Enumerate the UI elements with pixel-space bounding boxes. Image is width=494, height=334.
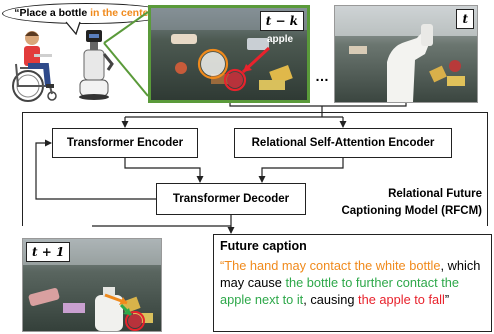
caption-open-quote: “: [220, 258, 225, 273]
camera-view-lines: [103, 11, 149, 97]
ellipsis: …: [315, 68, 329, 84]
human-robot-illustration: [12, 30, 114, 102]
caption-close-quote: ”: [444, 292, 450, 307]
frame-future-label: t + 1: [26, 242, 71, 262]
instruction-text: Place a bottle: [19, 7, 91, 19]
frame-current-label: t: [456, 9, 474, 29]
caption-segment-link-1: , which may cause: [220, 258, 481, 290]
caption-segment-apple-fall: the apple to fall: [358, 292, 445, 307]
person-icon: [24, 31, 54, 88]
caption-segment-link-2: , causing: [303, 292, 359, 307]
rfcm-name-line1: Relational Future: [388, 188, 482, 200]
rfcm-name-line2: Captioning Model (RFCM): [341, 205, 482, 217]
future-caption-title: Future caption: [220, 239, 307, 253]
transformer-encoder-block: Transformer Encoder: [52, 128, 198, 158]
instruction-highlight: in the center: [90, 7, 153, 19]
frame-future: t + 1: [22, 238, 162, 332]
frame-past-label: t − k: [259, 11, 304, 31]
future-caption-text: “The hand may contact the white bottle, …: [220, 257, 485, 308]
transformer-decoder-block: Transformer Decoder: [156, 183, 306, 215]
relational-encoder-block: Relational Self-Attention Encoder: [234, 128, 452, 158]
rfcm-name: Relational Future Captioning Model (RFCM…: [326, 186, 482, 220]
instruction-open-quote: “: [14, 7, 20, 19]
current-scene-image: [335, 6, 477, 102]
caption-segment-contact: The hand may contact the white bottle: [224, 258, 441, 273]
apple-annotation: apple: [267, 34, 294, 45]
caption-segment-bottle-apple: the bottle to further contact the apple …: [220, 275, 460, 307]
frame-current: t: [334, 5, 478, 103]
robot-icon: [79, 30, 114, 100]
rfcm-model-box: [22, 112, 488, 226]
bubble-tail: [65, 21, 81, 35]
frame-past: apple t − k: [148, 5, 310, 103]
future-caption-box: Future caption “The hand may contact the…: [213, 234, 492, 332]
